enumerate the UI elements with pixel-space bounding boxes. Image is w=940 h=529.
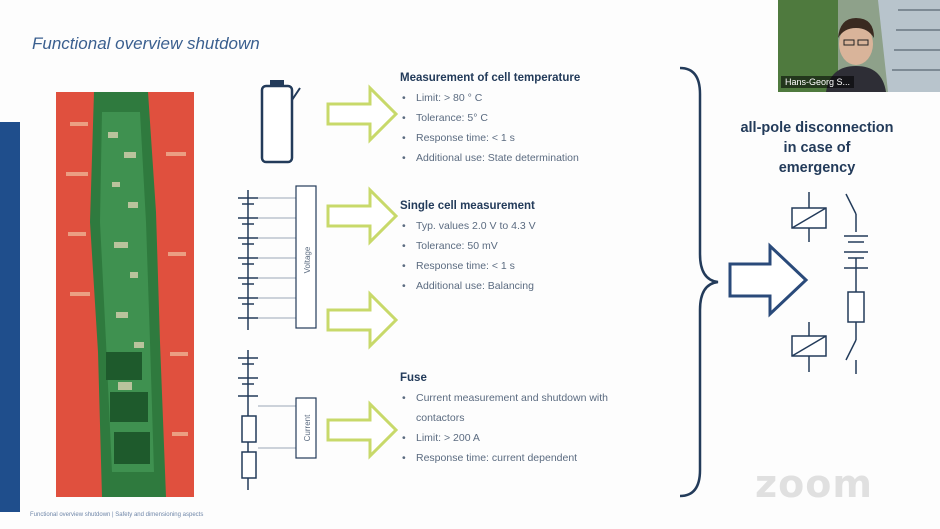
section-single-cell: Single cell measurement Typ. values 2.0 …	[400, 200, 536, 296]
section-title: Single cell measurement	[400, 200, 535, 212]
emergency-line-2: in case of	[783, 140, 851, 156]
curly-brace-icon	[679, 66, 719, 498]
list-item: Additional use: Balancing	[400, 276, 536, 296]
list-item: Current measurement and shutdown with co…	[400, 388, 640, 428]
voltage-label: Voltage	[303, 246, 312, 273]
pcb-photo	[56, 92, 194, 497]
arrow-balancing-icon	[326, 290, 399, 350]
arrow-temperature-icon	[326, 84, 399, 144]
list-item: Response time: < 1 s	[400, 256, 536, 276]
battery-cell-icon	[260, 80, 301, 164]
participant-name: Hans-Georg S...	[781, 76, 855, 88]
list-item: Tolerance: 5° C	[400, 108, 580, 128]
list-item: Limit: > 80 ° C	[400, 88, 580, 108]
section-title: Fuse	[400, 372, 427, 384]
list-item: Response time: current dependent	[400, 448, 640, 468]
current-box	[295, 397, 317, 459]
list-item: Tolerance: 50 mV	[400, 236, 536, 256]
emergency-line-1: all-pole disconnection	[740, 120, 894, 136]
emergency-line-3: emergency	[778, 160, 856, 176]
slide-footer: Functional overview shutdown | Safety an…	[30, 512, 204, 518]
section-cell-temperature: Measurement of cell temperature Limit: >…	[400, 72, 580, 168]
list-item: Limit: > 200 A	[400, 428, 640, 448]
emergency-text: all-pole disconnection in case of emerge…	[712, 118, 922, 178]
list-item: Additional use: State determination	[400, 148, 580, 168]
voltage-box	[295, 185, 317, 329]
voltage-cell-stack	[238, 190, 258, 330]
current-cell-stack	[238, 350, 258, 490]
arrow-voltage-icon	[326, 186, 399, 246]
list-item: Typ. values 2.0 V to 4.3 V	[400, 216, 536, 236]
list-item: Response time: < 1 s	[400, 128, 580, 148]
slide-title: Functional overview shutdown	[32, 34, 260, 53]
zoom-watermark: zoom	[755, 462, 873, 506]
section-fuse: Fuse Current measurement and shutdown wi…	[400, 372, 640, 468]
arrow-current-icon	[326, 400, 399, 460]
big-arrow-icon	[728, 242, 809, 318]
measurement-diagram: Voltage Current	[238, 80, 399, 490]
contactor-schematic-icon	[791, 192, 868, 374]
section-title: Measurement of cell temperature	[400, 72, 581, 84]
participant-video-tile[interactable]: Hans-Georg S...	[778, 0, 940, 92]
left-accent-bar	[0, 122, 20, 512]
disconnection-diagram	[679, 66, 868, 498]
current-label: Current	[303, 414, 312, 441]
